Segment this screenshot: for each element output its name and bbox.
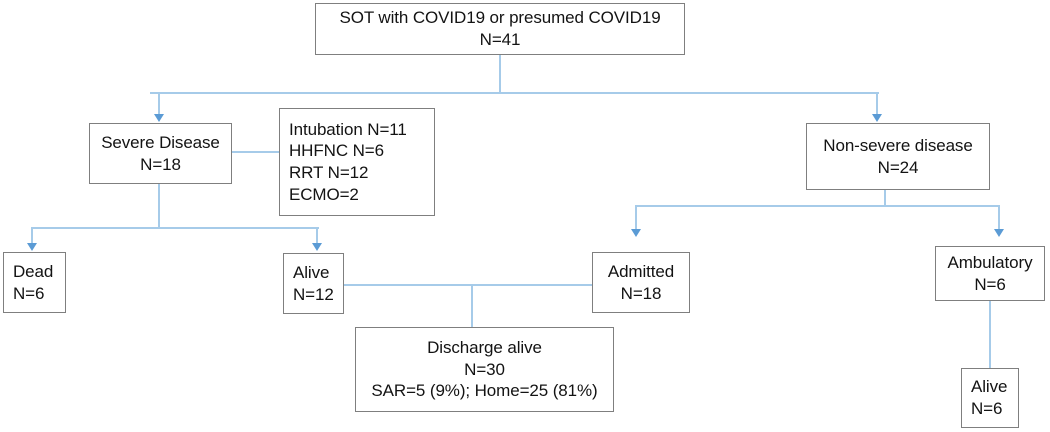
arrow-root-to-severe <box>154 114 164 122</box>
arrow-nonsevere-to-ambulatory <box>994 229 1004 237</box>
connector-root-to-nonsevere <box>876 92 879 116</box>
node-non-severe-disease: Non-severe disease N=24 <box>806 123 990 190</box>
arrow-root-to-nonsevere <box>872 114 882 122</box>
node-severe-disease: Severe Disease N=18 <box>89 123 232 184</box>
node-severe-line1: Severe Disease <box>101 132 220 152</box>
connector-ambulatory-to-alive <box>989 301 992 368</box>
node-discharge-alive: Discharge alive N=30 SAR=5 (9%); Home=25… <box>355 327 614 412</box>
node-alive-severe: Alive N=12 <box>283 253 344 314</box>
node-ambulatory-line2: N=6 <box>974 274 1006 294</box>
connector-alive-admitted-bar <box>344 284 593 287</box>
node-alive-severe-line2: N=12 <box>293 284 334 304</box>
treatment-intubation: Intubation N=11 <box>289 119 407 139</box>
node-non-severe-line1: Non-severe disease <box>823 135 973 155</box>
connector-severe-bar <box>31 227 319 230</box>
node-alive-ambulatory-line2: N=6 <box>971 399 1003 418</box>
node-discharge-line2: N=30 <box>464 359 505 379</box>
node-non-severe-line2: N=24 <box>877 157 919 177</box>
node-discharge-line3: SAR=5 (9%); Home=25 (81%) <box>371 381 598 401</box>
node-dead: Dead N=6 <box>3 252 66 313</box>
node-alive-severe-line1: Alive <box>293 262 330 282</box>
node-alive-ambulatory-line1: Alive <box>971 377 1008 397</box>
connector-severe-to-dead <box>31 227 34 245</box>
connector-nonsevere-to-admitted <box>635 205 638 231</box>
node-root: SOT with COVID19 or presumed COVID19 N=4… <box>315 3 685 55</box>
connector-nonsevere-stem <box>884 190 887 207</box>
node-severe-treatments: Intubation N=11 HHFNC N=6 RRT N=12 ECMO=… <box>279 108 435 216</box>
arrow-nonsevere-to-admitted <box>631 229 641 237</box>
connector-severe-stem <box>158 184 161 229</box>
connector-root-to-severe <box>158 92 161 116</box>
treatment-hhfnc: HHFNC N=6 <box>289 141 384 161</box>
node-dead-line2: N=6 <box>13 283 45 303</box>
connector-nonsevere-bar <box>635 205 1000 208</box>
node-admitted-line1: Admitted <box>607 261 675 281</box>
node-severe-line2: N=18 <box>140 154 181 174</box>
node-admitted: Admitted N=18 <box>592 252 690 313</box>
node-ambulatory-line1: Ambulatory <box>947 252 1033 272</box>
connector-nonsevere-to-ambulatory <box>998 205 1001 231</box>
node-admitted-line2: N=18 <box>620 283 662 303</box>
connector-to-discharge-alive <box>471 284 474 328</box>
node-root-line2: N=41 <box>479 30 521 49</box>
treatment-rrt: RRT N=12 <box>289 163 369 182</box>
node-alive-ambulatory: Alive N=6 <box>961 368 1019 428</box>
connector-severe-to-treatments <box>232 151 280 154</box>
node-root-line1: SOT with COVID19 or presumed COVID19 <box>339 8 661 28</box>
connector-root-bar <box>150 92 879 95</box>
connector-severe-to-alive <box>316 227 319 245</box>
node-ambulatory: Ambulatory N=6 <box>935 246 1045 301</box>
node-discharge-line1: Discharge alive <box>427 337 542 357</box>
arrow-severe-to-alive <box>312 243 322 251</box>
node-dead-line1: Dead <box>13 261 54 281</box>
treatment-ecmo: ECMO=2 <box>289 184 359 204</box>
connector-root-stem <box>499 55 502 94</box>
arrow-severe-to-dead <box>27 243 37 251</box>
